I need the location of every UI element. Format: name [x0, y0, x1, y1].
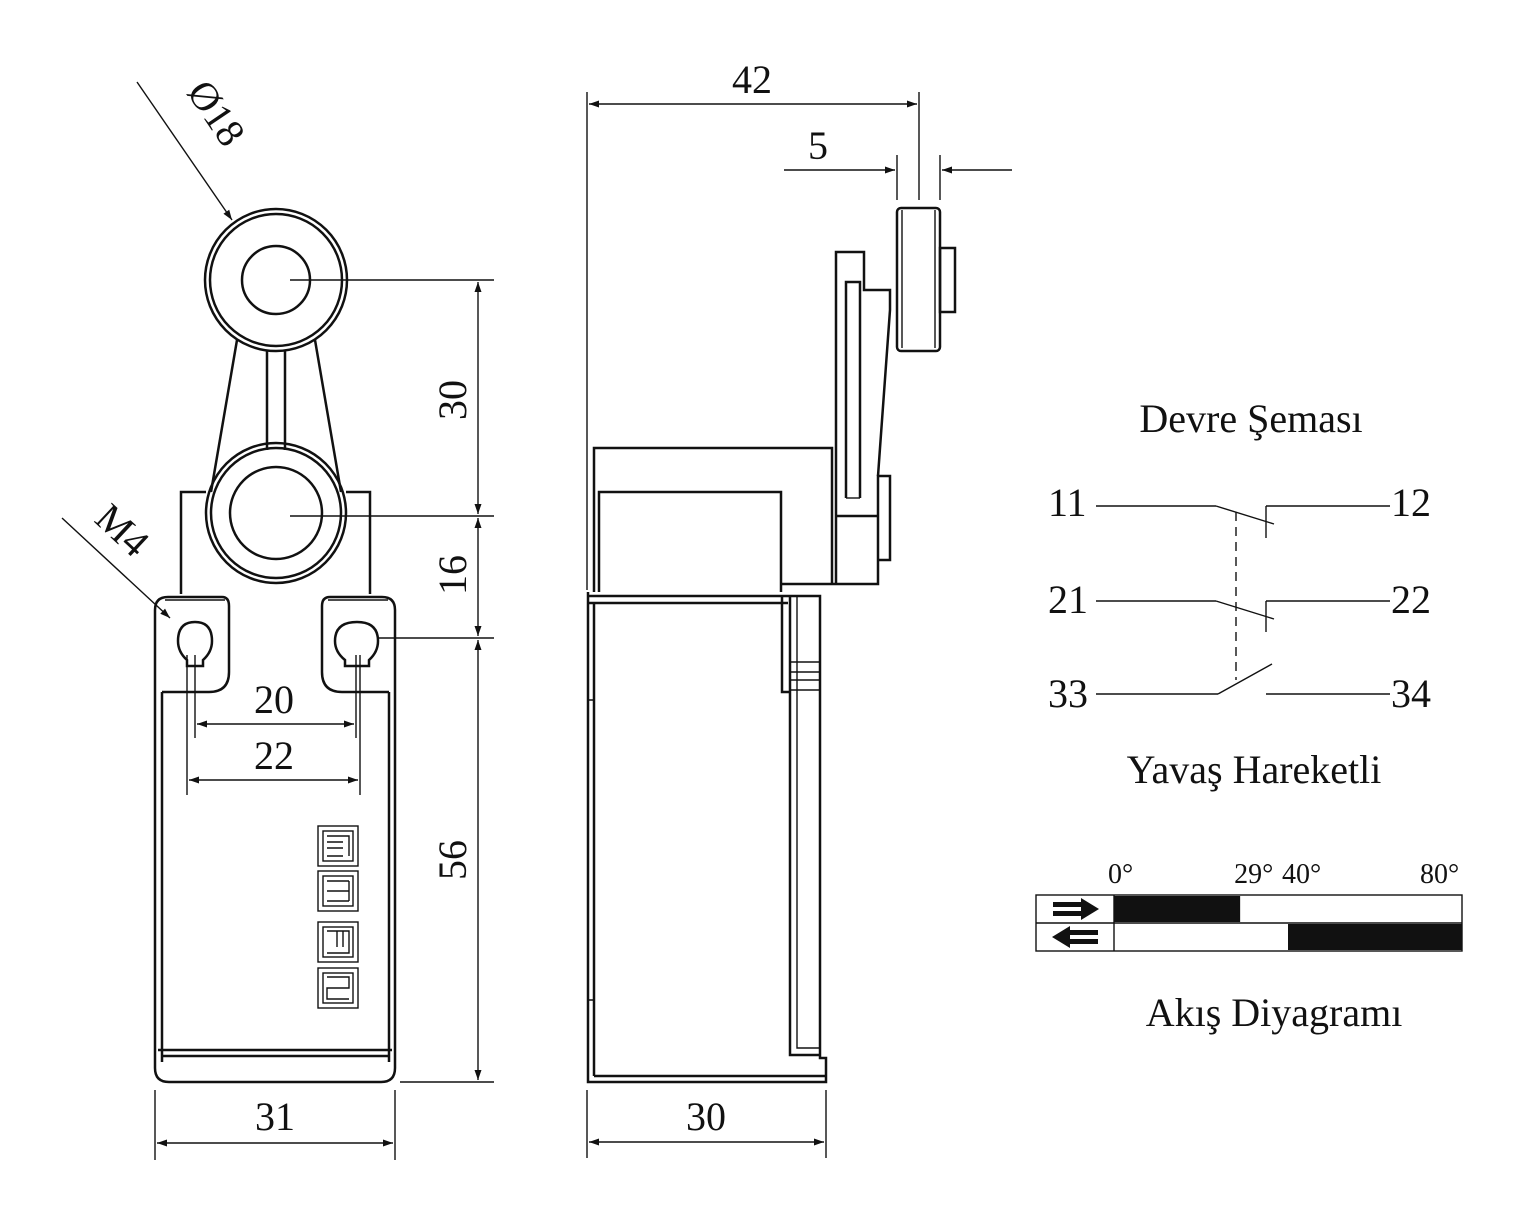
contact-nc-1: 11 12: [1048, 480, 1431, 538]
switch-body: [153, 595, 397, 1084]
side-head: [592, 446, 834, 592]
flow-bar-left-arrow: [1288, 924, 1462, 950]
dim-roller-width-label: 5: [808, 123, 828, 168]
action-type-label: Yavaş Hareketli: [1127, 747, 1382, 792]
angle-labels: 0° 29° 40° 80°: [1108, 859, 1459, 890]
side-view: 42 5 30: [586, 57, 1012, 1158]
dim-roller-diameter-label: Ø18: [179, 72, 255, 154]
terminal-34: 34: [1391, 671, 1431, 716]
side-roller: [895, 206, 957, 353]
dim-lever-length-label: 30: [430, 380, 475, 420]
side-lever: [832, 250, 892, 586]
circuit-title: Devre Şeması: [1139, 396, 1362, 441]
lever-arm: [209, 339, 343, 493]
circuit-diagram: Devre Şeması 11 12 21 22 33 34: [1048, 396, 1431, 792]
flow-bar-right-arrow: [1114, 896, 1241, 922]
dim-hole-spacing: 20 22: [186, 655, 361, 795]
dim-body-height-label: 56: [430, 840, 475, 880]
angle-label: 80°: [1420, 859, 1459, 890]
flow-bars: [1114, 896, 1462, 950]
mounting-holes: [176, 620, 380, 668]
dim-hole-inner-label: 20: [254, 677, 294, 722]
flow-diagram-title: Akış Diyagramı: [1146, 990, 1403, 1035]
dim-body-width-label: 31: [255, 1094, 295, 1139]
side-body: [586, 592, 828, 1084]
dim-body-width: 31: [154, 1090, 396, 1160]
dim-vertical-chain: 30 16 56: [290, 279, 494, 1083]
terminal-22: 22: [1391, 577, 1431, 622]
pivot-hub: [179, 441, 372, 594]
contact-nc-2: 21 22: [1048, 577, 1431, 632]
dim-overall-length: 42: [586, 57, 920, 590]
dim-roller-width: 5: [784, 123, 1012, 200]
angle-label: 40°: [1282, 859, 1321, 890]
terminal-11: 11: [1048, 480, 1087, 525]
left-arrow-icon: [1052, 926, 1098, 948]
angle-label: 29°: [1234, 859, 1273, 890]
angle-label: 0°: [1108, 859, 1133, 890]
dim-body-depth: 30: [586, 1090, 827, 1158]
flow-diagram: 0° 29° 40° 80° Akış Diyagramı: [1035, 859, 1463, 1035]
dim-roller-diameter: Ø18: [136, 72, 255, 221]
dim-pivot-height-label: 16: [430, 555, 475, 595]
terminal-21: 21: [1048, 577, 1088, 622]
front-view: Ø18 M4 30 16 56 20: [61, 72, 494, 1160]
dim-thread-label: M4: [87, 495, 158, 566]
dim-hole-outer-label: 22: [254, 733, 294, 778]
terminal-33: 33: [1048, 671, 1088, 716]
dim-body-depth-label: 30: [686, 1094, 726, 1139]
emas-logo: [317, 825, 359, 1009]
dim-thread: M4: [61, 495, 171, 619]
terminal-12: 12: [1391, 480, 1431, 525]
right-arrow-icon: [1053, 898, 1099, 920]
contact-no-3: 33 34: [1048, 663, 1431, 716]
dim-overall-length-label: 42: [732, 57, 772, 102]
